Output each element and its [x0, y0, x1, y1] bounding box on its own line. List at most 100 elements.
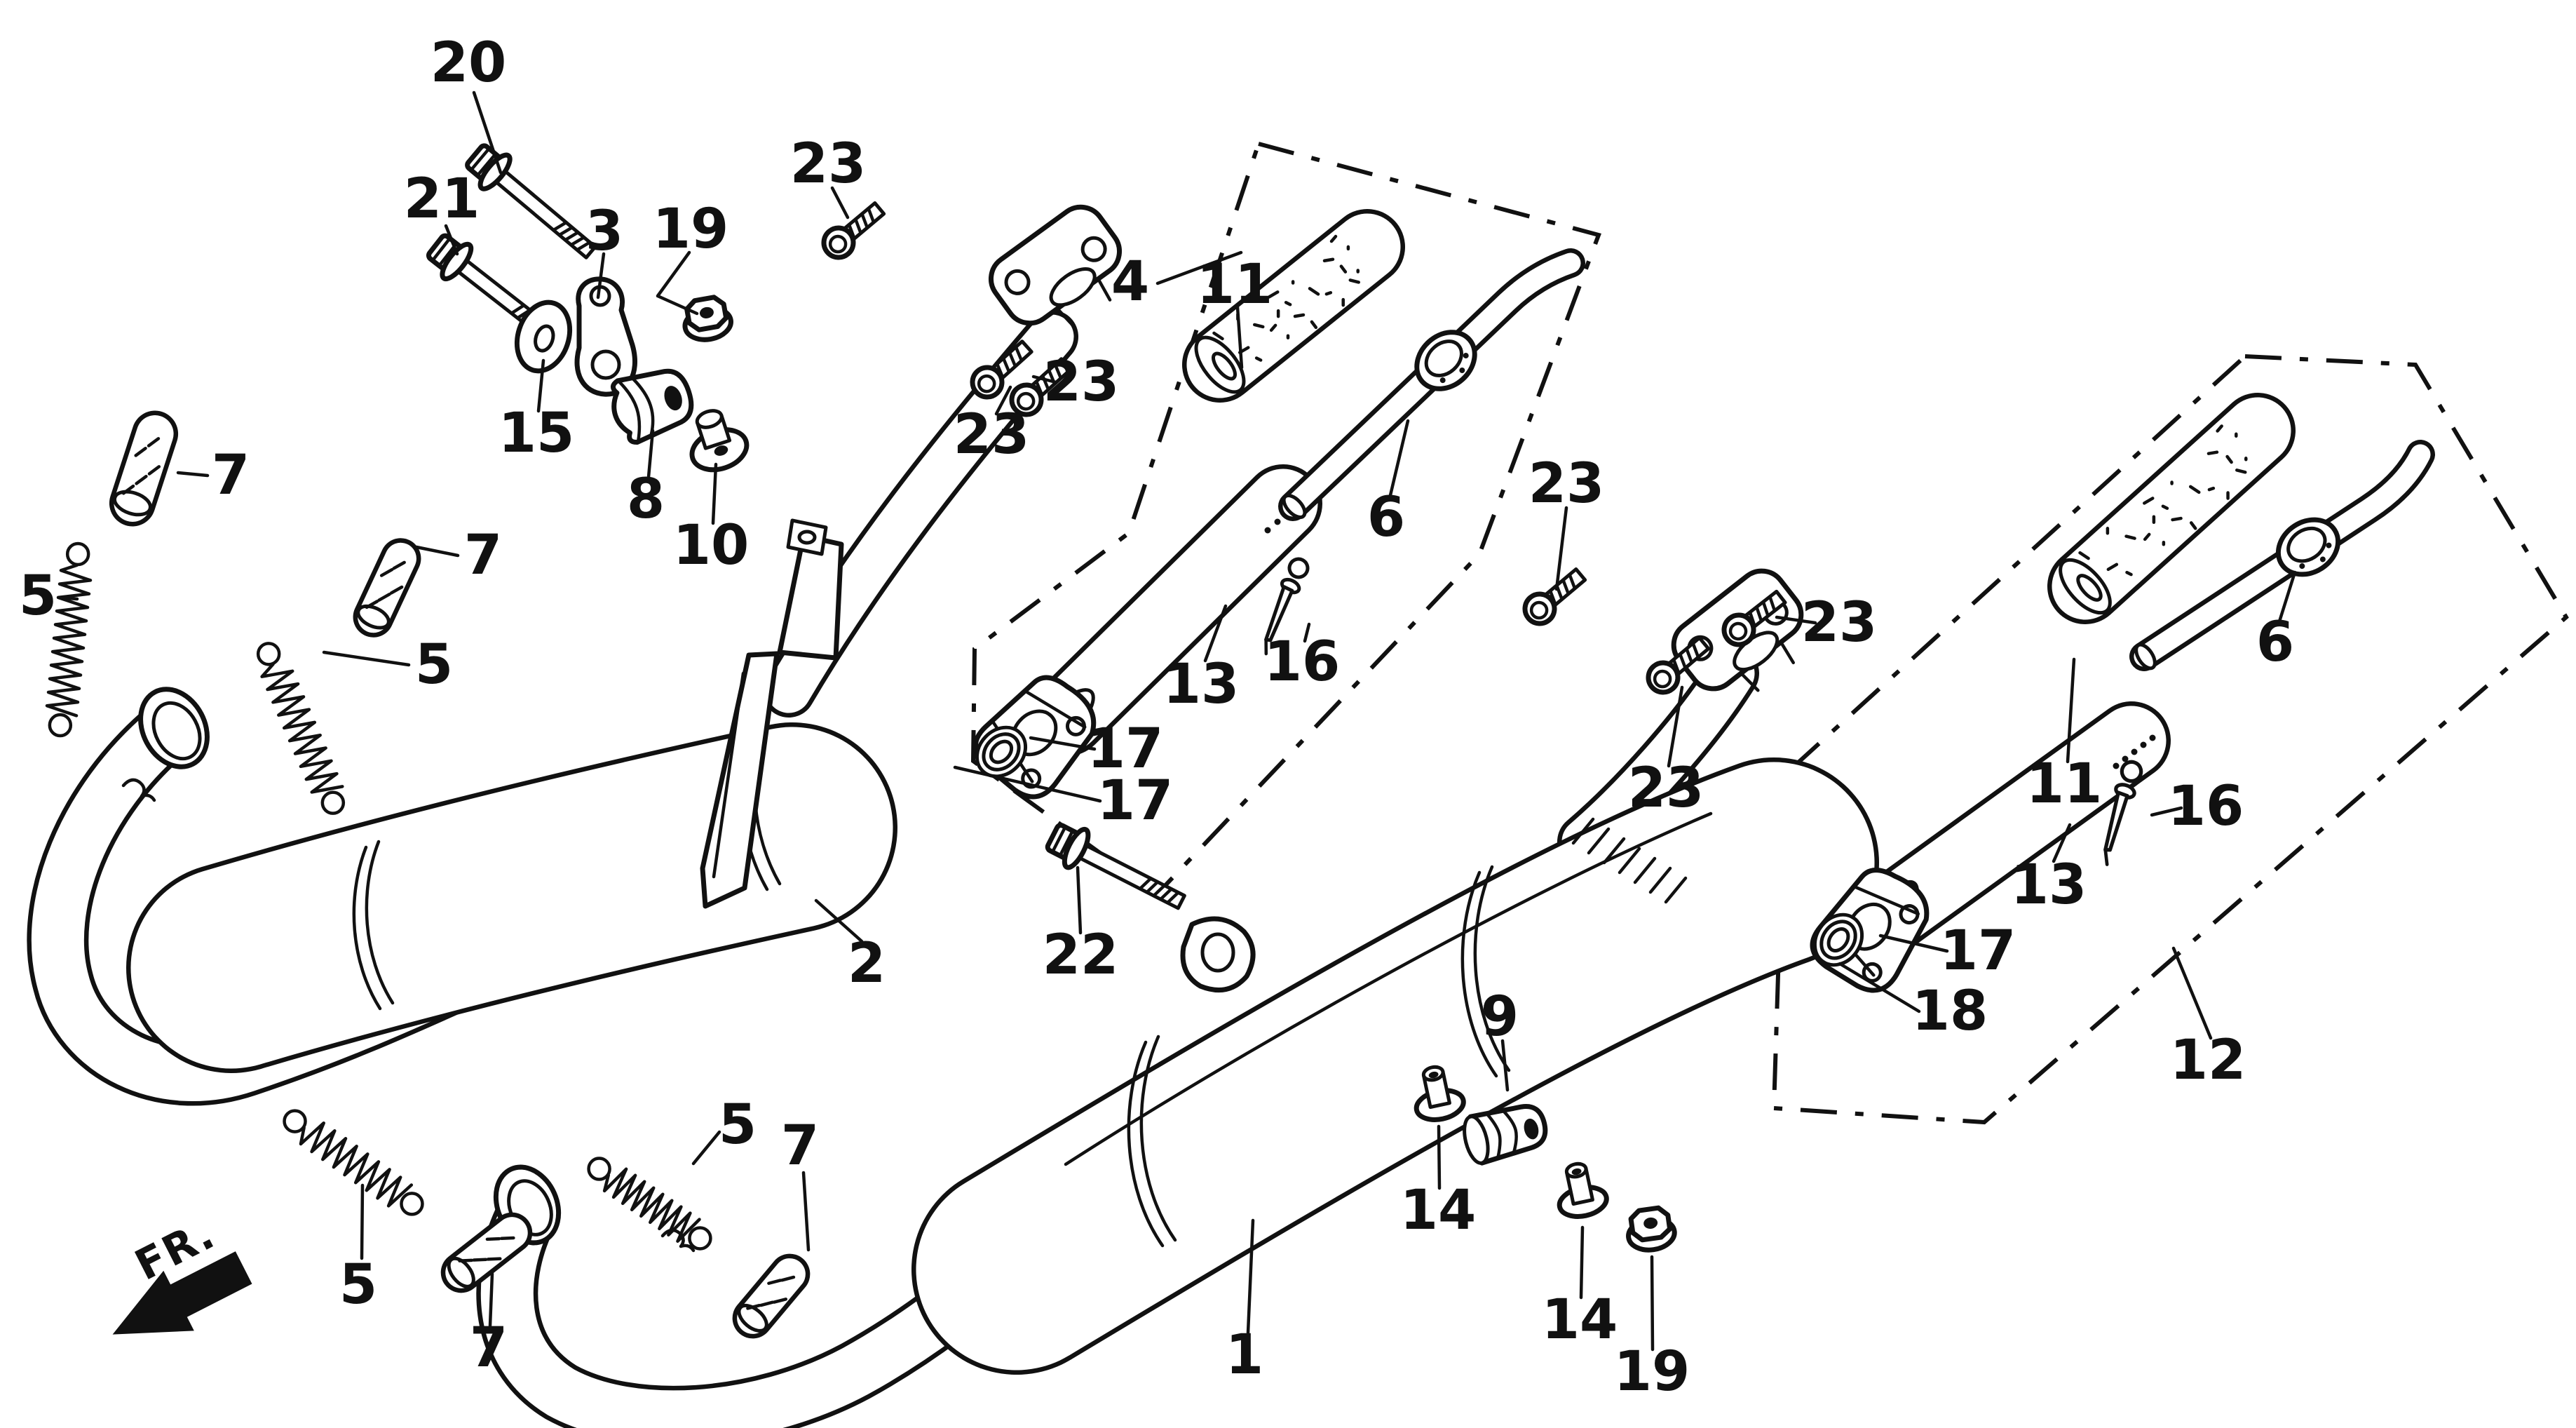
bolt-23-e	[1721, 589, 1787, 647]
glass-wool-11-top	[1182, 209, 1405, 403]
part-callout-16: 16	[1264, 631, 1341, 694]
chamber-1-seam	[1460, 865, 1511, 1078]
leader-line-13	[2052, 823, 2072, 863]
leader-line-23	[830, 186, 850, 220]
part-callout-17: 17	[1087, 718, 1164, 781]
leader-line-11	[2066, 657, 2076, 764]
part-callout-12: 12	[2170, 1029, 2246, 1092]
part-callout-2: 2	[848, 932, 886, 995]
leader-line-7	[176, 471, 210, 478]
mount-rubber-9	[1463, 1104, 1548, 1166]
bolt-23-a	[821, 201, 886, 260]
spring-5-1	[45, 541, 93, 738]
leader-line-10	[711, 462, 718, 525]
bolt-23-f	[1646, 635, 1711, 695]
part-callout-18: 18	[1912, 980, 1988, 1043]
leader-line-23	[1775, 615, 1817, 625]
part-callout-23: 23	[954, 403, 1030, 466]
flange-nut-19-b	[1626, 1205, 1677, 1253]
flange-bolt-22	[1045, 823, 1186, 910]
leader-line-23	[994, 385, 1012, 416]
leader-line-23	[1554, 506, 1568, 591]
leader-line-12	[2171, 946, 2213, 1040]
chamber-1-shield-edge	[1064, 811, 1713, 1166]
leader-line-5	[57, 595, 79, 601]
part-callout-23: 23	[1528, 452, 1605, 516]
part-callout-13: 13	[1163, 653, 1240, 716]
part-callout-13: 13	[2011, 854, 2087, 917]
leader-line-17	[1878, 934, 1949, 953]
joint-tube-7-3	[440, 1212, 533, 1293]
leader-line-11	[1235, 305, 1244, 370]
leader-line-18	[1838, 962, 1921, 1013]
parts-artwork	[27, 143, 2435, 1428]
leader-line-5	[322, 650, 411, 667]
flange-nut-19	[682, 295, 733, 342]
leader-line-6	[2277, 570, 2297, 624]
shield-hatch	[1648, 866, 1672, 894]
part-callout-5: 5	[19, 565, 57, 628]
leader-line-4	[1155, 250, 1243, 285]
shield-hatch	[1587, 827, 1611, 855]
leader-line-19	[1650, 1255, 1655, 1352]
part-callout-11: 11	[1197, 253, 1273, 316]
tail-pipe-6-top	[1278, 248, 1585, 521]
leader-line-2	[814, 898, 864, 943]
washer-15	[514, 299, 573, 374]
leader-line-16	[2150, 806, 2183, 817]
part-callout-23: 23	[1043, 351, 1120, 414]
fr-arrow-icon	[112, 1251, 252, 1335]
leader-line-3	[596, 252, 606, 299]
rivet-16-right	[2103, 760, 2143, 866]
leader-line-14	[1579, 1225, 1585, 1300]
collar-14-a	[1414, 1065, 1466, 1122]
tail-pipe-6-right	[2129, 440, 2435, 671]
silencer-subassembly-4	[973, 209, 1585, 800]
shield-hatch	[1633, 856, 1657, 884]
shield-hatch	[1664, 876, 1688, 904]
joint-tube-7-4	[732, 1253, 811, 1339]
stay-plate-3	[574, 276, 637, 397]
shield-hatch	[1602, 837, 1626, 865]
spring-5-4	[587, 1157, 712, 1251]
pipe-clamp	[2275, 517, 2341, 577]
leader-line-7	[414, 545, 460, 558]
spring-5-3	[283, 1109, 424, 1216]
washer-bolt-10	[689, 409, 750, 473]
subassembly-box-12-outline	[1771, 353, 2569, 1125]
part-callout-5: 5	[415, 633, 453, 696]
joint-tube-7-1	[109, 410, 179, 527]
rivet-16-top	[1264, 557, 1310, 656]
leader-line-21	[444, 224, 459, 256]
part-callout-7: 7	[781, 1114, 819, 1178]
part-callout-7: 7	[470, 1316, 508, 1380]
leader-line-15	[536, 358, 545, 413]
leader-line-1	[1246, 1218, 1255, 1335]
gasket-ring-18	[1812, 912, 1864, 967]
leader-line-6	[1388, 419, 1410, 497]
leader-line-23	[1667, 685, 1684, 768]
muffler-2-assembly	[27, 310, 1078, 1106]
part-callout-21: 21	[404, 168, 480, 231]
part-callout-8: 8	[627, 468, 665, 531]
part-callout-10: 10	[673, 514, 750, 577]
pipe-clip	[121, 778, 156, 802]
leader-line-9	[1500, 1039, 1510, 1092]
part-callout-23: 23	[1801, 591, 1878, 654]
part-callout-17: 17	[1940, 920, 2016, 983]
part-callout-14: 14	[1542, 1288, 1618, 1352]
leader-line-17	[953, 765, 1102, 803]
collar-14-b	[1557, 1161, 1609, 1219]
part-callout-1: 1	[1226, 1323, 1263, 1387]
leader-line-23	[1031, 375, 1058, 384]
muffler-1-assembly	[476, 646, 1879, 1428]
part-callout-23: 23	[790, 133, 867, 196]
flange-bolt-20	[465, 143, 597, 260]
bolt-23-b	[970, 339, 1033, 400]
part-callout-20: 20	[431, 32, 507, 95]
part-callout-17: 17	[1097, 769, 1174, 833]
leader-line-7	[488, 1272, 494, 1328]
leader-line-5	[691, 1130, 721, 1166]
pipe-clamp	[1414, 330, 1477, 391]
